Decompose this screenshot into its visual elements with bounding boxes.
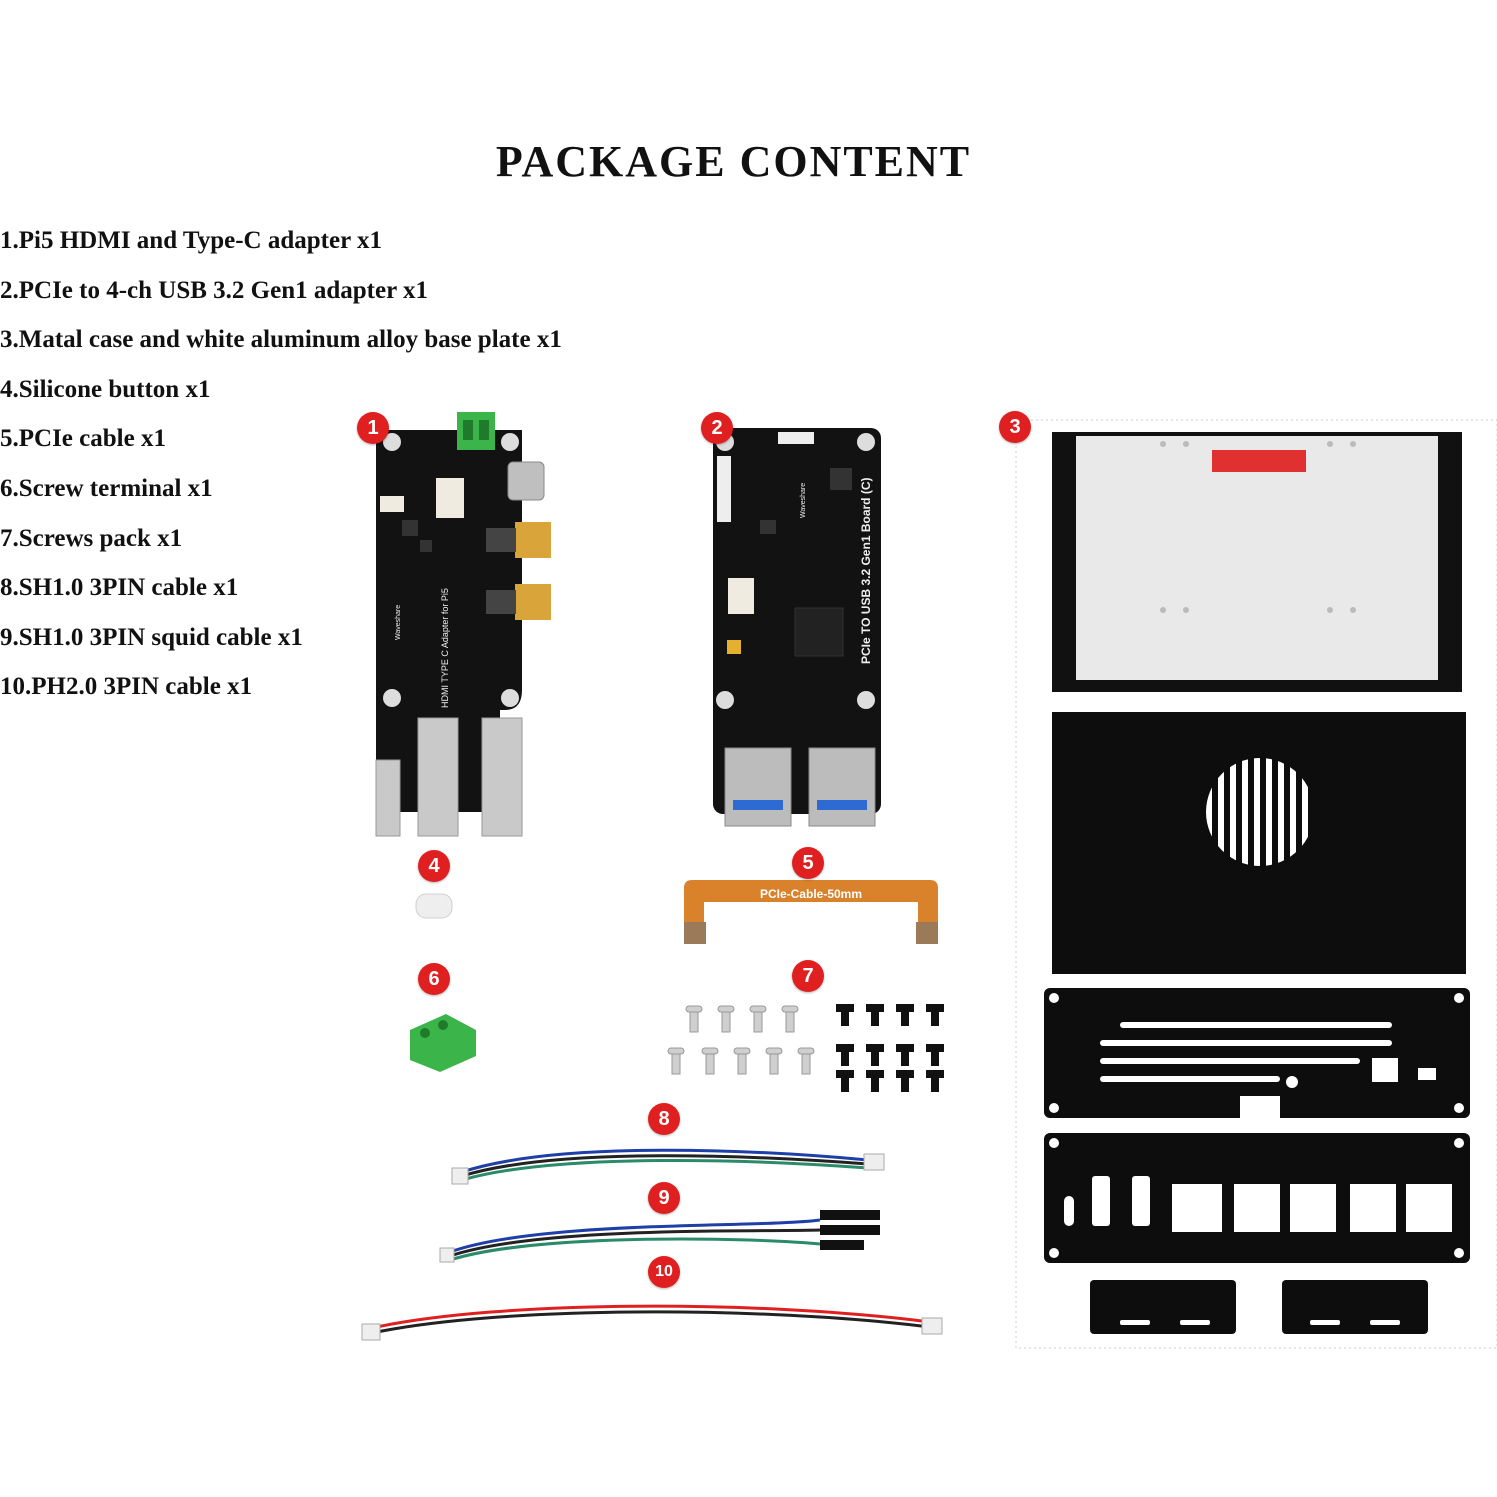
list-item: 10.PH2.0 3PIN cable x1 bbox=[0, 673, 253, 701]
list-item: 4.Silicone button x1 bbox=[0, 375, 211, 403]
list-item: 9.SH1.0 3PIN squid cable x1 bbox=[0, 623, 303, 651]
hdmi-typec-adapter-board: HDMI TYPE C Adapter for Pi5 Waveshare bbox=[375, 412, 551, 837]
page-title: PACKAGE CONTENT bbox=[495, 137, 972, 186]
sh10-3pin-squid-cable bbox=[439, 1210, 880, 1263]
badge-4: 4 bbox=[418, 850, 450, 882]
case-frame bbox=[1015, 419, 1497, 1349]
screws-pack bbox=[667, 1005, 815, 1075]
badge-7: 7 bbox=[792, 960, 824, 992]
sh10-3pin-cable bbox=[451, 1148, 885, 1185]
silicone-button bbox=[415, 893, 453, 919]
pcie-to-usb-board: PCIe TO USB 3.2 Gen1 Board (C) Waveshare bbox=[713, 428, 881, 827]
badge-2: 2 bbox=[701, 412, 733, 444]
case-end-panel-vents bbox=[1044, 988, 1470, 1118]
aluminum-base-plate bbox=[1052, 432, 1462, 692]
badge-10: 10 bbox=[648, 1256, 680, 1288]
board2-brand: Waveshare bbox=[800, 483, 807, 518]
ph20-3pin-cable bbox=[361, 1304, 943, 1341]
list-item: 5.PCIe cable x1 bbox=[0, 425, 166, 453]
pcie-flex-cable: PCIe-Cable-50mm bbox=[684, 880, 938, 944]
list-item: 2.PCIe to 4-ch USB 3.2 Gen1 adapter x1 bbox=[0, 276, 429, 304]
list-item: 1.Pi5 HDMI and Type-C adapter x1 bbox=[0, 227, 382, 254]
board2-label: PCIe TO USB 3.2 Gen1 Board (C) bbox=[859, 478, 873, 665]
mounting-brackets bbox=[1090, 1280, 1428, 1334]
badge-8: 8 bbox=[648, 1103, 680, 1135]
badge-1: 1 bbox=[357, 412, 389, 444]
list-item: 6.Screw terminal x1 bbox=[0, 474, 213, 502]
board1-brand: Waveshare bbox=[395, 605, 402, 640]
case-end-panel-ports bbox=[1044, 1133, 1470, 1263]
badge-6: 6 bbox=[418, 963, 450, 995]
screw-terminal bbox=[410, 1014, 476, 1072]
black-screws bbox=[836, 1004, 944, 1092]
badge-9: 9 bbox=[648, 1182, 680, 1214]
metal-case-shell bbox=[1052, 712, 1466, 974]
board1-label: HDMI TYPE C Adapter for Pi5 bbox=[440, 588, 450, 708]
badge-5: 5 bbox=[792, 847, 824, 879]
list-item: 8.SH1.0 3PIN cable x1 bbox=[0, 574, 239, 602]
pcie-cable-label: PCIe-Cable-50mm bbox=[760, 887, 862, 901]
list-item: 7.Screws pack x1 bbox=[0, 524, 183, 552]
package-item-list: 1.Pi5 HDMI and Type-C adapter x1 2.PCIe … bbox=[0, 222, 562, 718]
badge-3: 3 bbox=[999, 411, 1031, 443]
list-item: 3.Matal case and white aluminum alloy ba… bbox=[0, 326, 562, 354]
